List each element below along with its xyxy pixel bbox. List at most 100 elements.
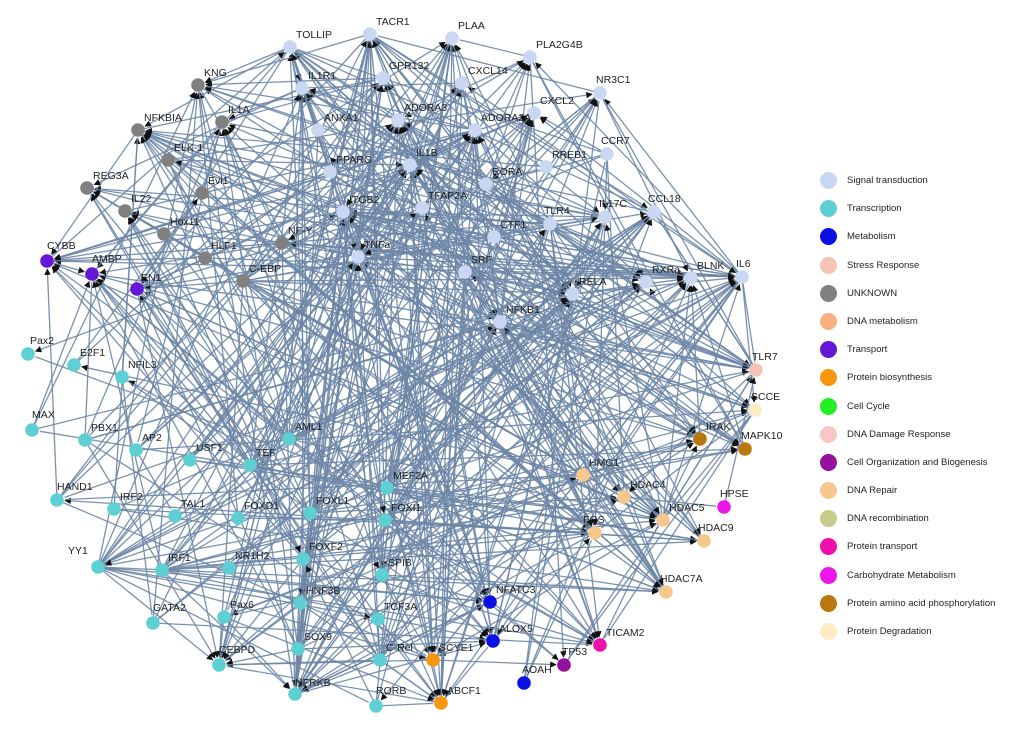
node-label: HNF3B [306, 585, 340, 597]
node-circle [527, 106, 541, 120]
edge [369, 33, 696, 434]
legend-item: Metabolism [818, 226, 1033, 254]
node-label: IL22 [131, 193, 152, 205]
edge [692, 285, 746, 450]
node-label: TFAP2A [428, 190, 467, 202]
node-circle [67, 358, 81, 372]
node-circle [426, 653, 440, 667]
edge [97, 566, 593, 647]
node-label: PPARG [336, 154, 372, 166]
node-circle [115, 370, 129, 384]
edge [342, 211, 639, 283]
edge [93, 87, 303, 186]
edge [535, 62, 743, 278]
node-circle [146, 616, 160, 630]
edge [563, 416, 751, 666]
node-circle [131, 123, 145, 137]
edge [167, 159, 379, 569]
edge [205, 85, 476, 131]
edge [342, 211, 489, 596]
node-yy1: YY1 [68, 545, 105, 574]
node-usf1: USF1 [183, 442, 223, 467]
edge [97, 566, 371, 620]
node-circle [363, 27, 377, 41]
edge [242, 280, 566, 297]
edge [298, 223, 551, 688]
legend-swatch [820, 453, 837, 471]
node-label: C-Rel [386, 642, 413, 654]
node-label: IL1R1 [308, 70, 336, 82]
edge [421, 207, 740, 445]
node-circle [415, 201, 429, 215]
edge [623, 496, 664, 586]
node-label: NFRKB [295, 677, 331, 689]
edge [144, 46, 291, 127]
edge [81, 364, 584, 476]
edge [167, 159, 403, 168]
legend-swatch [820, 397, 837, 415]
edge [135, 261, 353, 451]
edge [121, 137, 139, 378]
node-label: E2F1 [80, 347, 105, 359]
node-rreb1: RREB1 [539, 149, 587, 174]
node-scye1: SCYE1 [426, 642, 474, 667]
node-circle [639, 275, 653, 289]
node-circle [217, 610, 231, 624]
edge [294, 281, 737, 695]
legend-label: Transcription [847, 203, 902, 215]
edge [459, 39, 531, 58]
node-circle [50, 493, 64, 507]
node-label: NFKBIA [144, 112, 182, 124]
node-label: RXRa [652, 264, 680, 276]
edge [599, 445, 698, 646]
edge [402, 125, 705, 542]
node-circle [391, 113, 405, 127]
edge [369, 33, 736, 274]
node-circle [647, 205, 661, 219]
legend-label: DNA Repair [847, 485, 898, 497]
node-circle [717, 500, 731, 514]
node-circle [493, 315, 507, 329]
legend-swatch [820, 594, 837, 612]
edge [434, 223, 551, 653]
edge [144, 131, 757, 371]
edge [375, 215, 422, 707]
node-il1b: IL1B [403, 147, 438, 172]
edge [224, 602, 301, 661]
node-il1r1: IL1R1 [295, 70, 336, 95]
node-label: ADORA2A [481, 112, 531, 124]
node-circle [21, 347, 35, 361]
node-label: ALOX5 [499, 623, 533, 635]
node-label: USF1 [196, 442, 223, 454]
node-label: IL1B [416, 147, 438, 159]
node-circle [403, 158, 417, 172]
node-ap2: AP2 [129, 432, 162, 457]
legend-swatch [820, 425, 837, 443]
node-label: Evi1 [208, 175, 229, 187]
node-label: HDAC9 [698, 522, 734, 534]
node-label: CCR7 [601, 135, 630, 147]
node-circle [293, 596, 307, 610]
legend-item: Carbohydrate Metabolism [818, 565, 1033, 593]
node-label: RORA [492, 166, 522, 178]
edge [309, 229, 546, 514]
edge [128, 380, 601, 646]
node-label: ADORA3 [404, 102, 447, 114]
edge [91, 273, 749, 370]
node-label: SOX9 [304, 631, 332, 643]
edge [461, 82, 500, 315]
edge [141, 136, 386, 521]
legend-swatch [820, 228, 837, 246]
node-e2f1: E2F1 [67, 347, 105, 372]
node-label: TACR1 [376, 16, 410, 28]
legend-label: Metabolism [847, 231, 896, 243]
node-rxra: RXRa [639, 264, 680, 289]
node-label: TAL1 [181, 498, 205, 510]
node-circle [483, 595, 497, 609]
edge-layer [31, 33, 757, 707]
node-ccr7: CCR7 [600, 135, 630, 161]
legend-item: Protein biosynthesis [818, 367, 1033, 395]
node-nfil3: NFIL3 [115, 359, 157, 384]
node-label: NFKB1 [506, 304, 540, 316]
edge [223, 534, 588, 618]
